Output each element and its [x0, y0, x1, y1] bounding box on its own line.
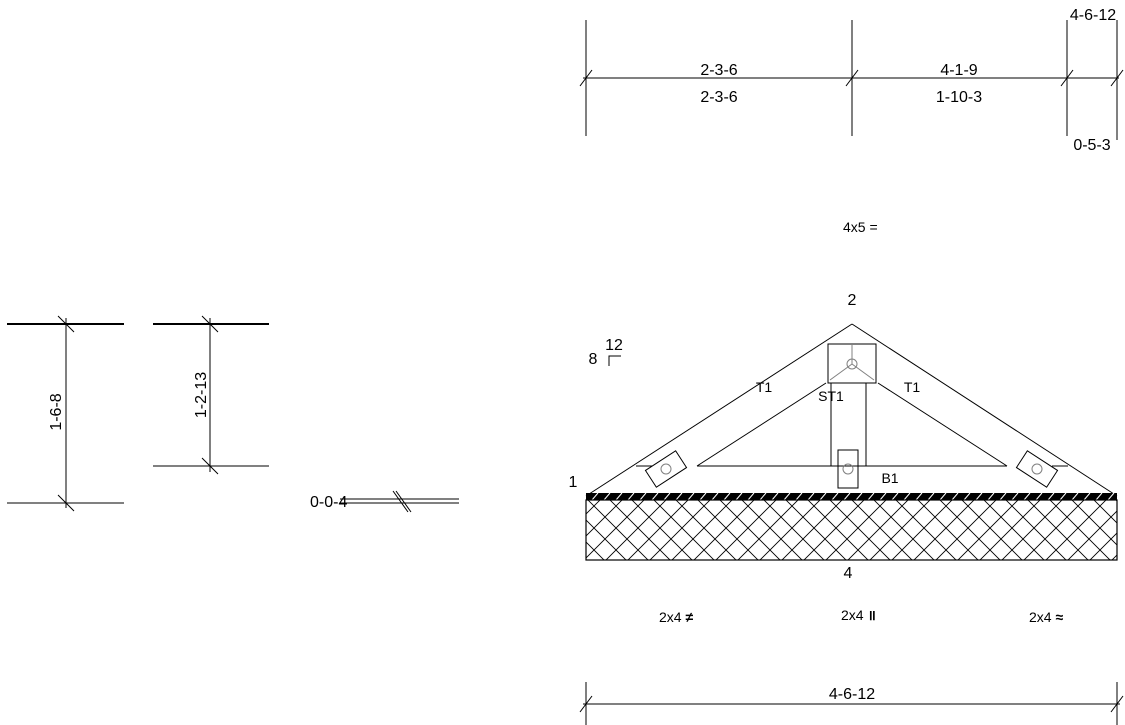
segment-2-upper-label: 4-1-9 [940, 62, 977, 79]
left-height-dimension-2: 1-2-13 [153, 315, 269, 475]
node-label-bottom: 4 [844, 565, 853, 582]
dimension-tick [1110, 69, 1124, 87]
segment-3-lower-label: 0-5-3 [1073, 137, 1110, 154]
plate-left-label: 2x4 ≠ [659, 609, 693, 625]
bottom-dimension: 4-6-12 [579, 682, 1124, 725]
overall-span-bottom-label: 4-6-12 [829, 686, 875, 703]
pitch-run: 12 [605, 337, 623, 354]
dimension-tick [1060, 69, 1074, 87]
dimension-tick [579, 69, 593, 87]
top-chord-right-outer [851, 323, 1118, 497]
dimension-tick [845, 69, 859, 87]
bearing-ticks [591, 492, 1115, 501]
left-height-dimension-1: 1-6-8 [7, 315, 124, 512]
node-label-peak: 2 [848, 292, 857, 309]
top-chord-left-inner [696, 382, 827, 467]
member-label-b1: B1 [881, 470, 898, 486]
left-heel-plate [644, 450, 688, 488]
truss: 4x5 = 2 1 8 12 [569, 219, 1118, 497]
overall-span-top-label: 4-6-12 [1070, 7, 1116, 24]
bearing-support: 4 [585, 492, 1118, 582]
plate-right-label: 2x4 ≈ [1029, 609, 1063, 625]
member-label-st1: ST1 [818, 388, 844, 404]
segment-1-upper-label: 2-3-6 [700, 62, 737, 79]
top-chord-right-inner [877, 382, 1008, 467]
pitch-rise: 8 [589, 351, 598, 368]
right-heel-plate [1015, 450, 1059, 488]
top-chord-left-outer [585, 323, 853, 497]
member-label-t1-left: T1 [756, 379, 773, 395]
height-label-2: 1-2-13 [193, 372, 210, 418]
plate-center-label: 2x4 ॥ [841, 607, 876, 623]
peak-plate [827, 343, 877, 384]
node-label-left: 1 [569, 474, 578, 491]
offset-dimension: 0-0-4 [310, 490, 459, 513]
pitch-symbol: 8 12 [589, 337, 623, 368]
bearing-strip [586, 493, 1117, 500]
plate-size-labels: 2x4 ≠ 2x4 ॥ 2x4 ≈ [659, 607, 1063, 625]
height-label-1: 1-6-8 [48, 393, 65, 430]
peak-plate-label: 4x5 = [843, 219, 878, 235]
offset-label: 0-0-4 [310, 494, 347, 511]
top-dimension-block: 4-6-12 2-3-6 2-3-6 4-1-9 1-10-3 0-5-3 [579, 7, 1124, 154]
segment-1-lower-label: 2-3-6 [700, 89, 737, 106]
crosshatch-wall [585, 499, 1118, 561]
center-plate [837, 449, 859, 489]
segment-2-lower-label: 1-10-3 [936, 89, 982, 106]
member-label-t1-right: T1 [904, 379, 921, 395]
